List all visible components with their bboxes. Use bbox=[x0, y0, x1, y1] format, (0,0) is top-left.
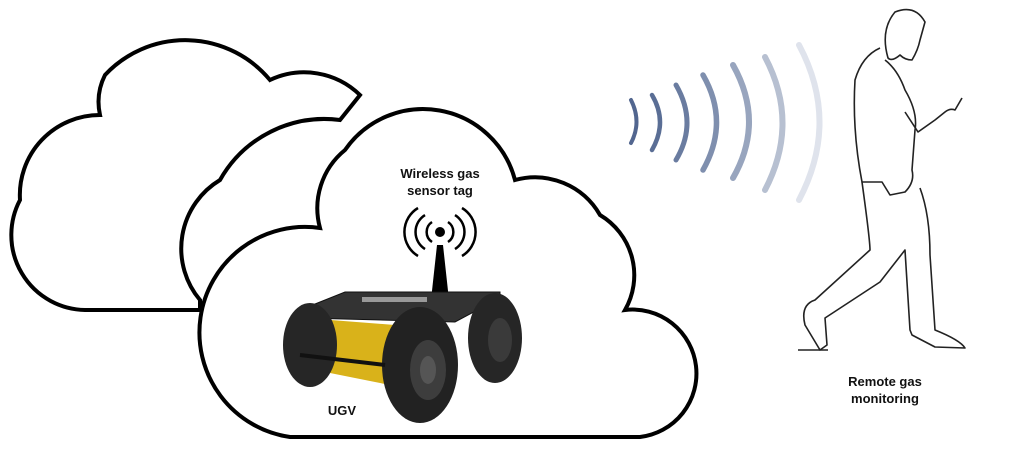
ugv-robot bbox=[283, 291, 522, 423]
walking-person bbox=[798, 8, 966, 351]
wireless-signal-waves bbox=[629, 42, 823, 203]
sensor-tag-label-line2: sensor tag bbox=[407, 183, 473, 198]
antenna-icon bbox=[403, 206, 477, 300]
remote-label-line2: monitoring bbox=[851, 391, 919, 406]
remote-label-line1: Remote gas bbox=[848, 374, 922, 389]
back-cloud bbox=[9, 38, 363, 312]
remote-monitoring-label: Remote gas monitoring bbox=[835, 373, 935, 407]
sensor-tag-label: Wireless gas sensor tag bbox=[385, 165, 495, 199]
sensor-tag-label-line1: Wireless gas bbox=[400, 166, 480, 181]
ugv-label: UGV bbox=[327, 403, 357, 418]
